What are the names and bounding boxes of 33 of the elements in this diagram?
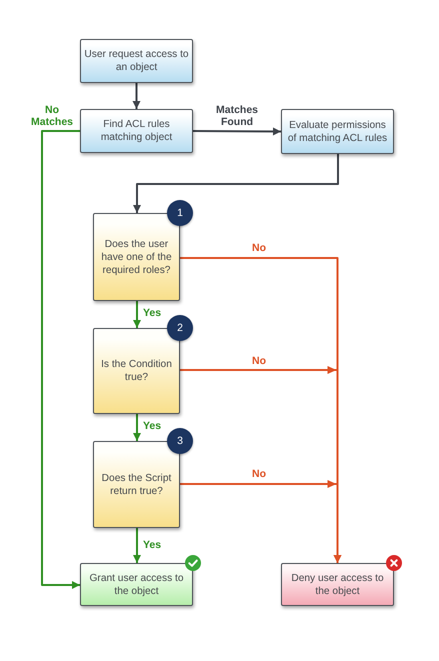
arrow	[133, 414, 141, 441]
edge-label: Yes	[142, 539, 162, 551]
process-box	[80, 109, 193, 153]
process-box	[281, 109, 394, 154]
number-badge	[167, 315, 193, 341]
number-badge	[167, 200, 193, 226]
step-text: Evaluate permissions of matching ACL rules	[286, 118, 388, 144]
edge-label: Yes	[142, 307, 162, 319]
arrow	[133, 301, 141, 328]
number-badge	[167, 428, 193, 454]
arrow	[133, 528, 141, 563]
arrow	[41, 130, 80, 589]
outcome-box	[281, 563, 394, 606]
edge-label: No	[252, 468, 266, 480]
outcome-text: Grant user access to the object	[88, 572, 184, 598]
edge-label: Yes	[142, 420, 162, 432]
question-text: Does the Script return true?	[100, 472, 172, 498]
step-number: 2	[177, 322, 183, 334]
arrow	[193, 127, 281, 136]
arrow	[133, 154, 339, 213]
step-text: User request access to an object	[83, 48, 190, 74]
arrow	[132, 83, 140, 109]
step-number: 1	[177, 207, 183, 219]
edge-label: No	[252, 355, 266, 367]
arrow	[180, 480, 342, 563]
question-text: Does the user have one of the required roles?	[100, 238, 173, 276]
outcome-box	[80, 563, 193, 606]
step-text: Find ACL rules matching object	[100, 118, 174, 144]
step-number: 3	[177, 435, 183, 447]
outcome-text: Deny user access to the object	[290, 572, 385, 598]
edge-label: No	[252, 242, 266, 254]
question-text: Is the Condition true?	[100, 358, 173, 384]
process-box	[80, 39, 193, 83]
